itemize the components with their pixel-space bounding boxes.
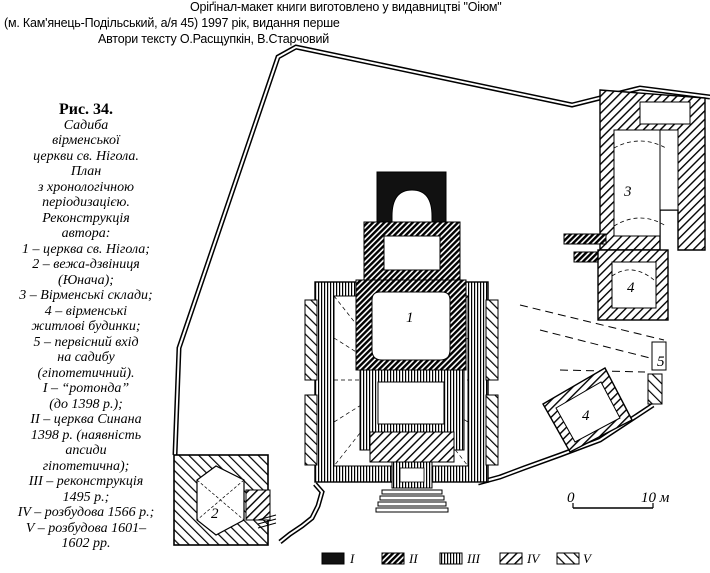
church-of-st-nicholas: 1 xyxy=(304,171,499,513)
armenian-house-lower: 4 xyxy=(542,367,633,453)
figure-number: Рис. 34. xyxy=(58,101,114,118)
legend-swatch-I xyxy=(321,552,345,565)
label-entrance: 5 xyxy=(657,354,665,370)
caption-line: III – реконструкція xyxy=(28,474,144,489)
caption-line: 5 – первісний вхід xyxy=(33,334,139,350)
legend-swatch-III xyxy=(439,552,463,565)
caption-line: 2 – вежа-дзвіниця xyxy=(32,257,140,272)
legend-swatch-II xyxy=(381,552,405,565)
caption-line: I – “ротонда” xyxy=(42,381,130,396)
scale-end: 10 м xyxy=(641,490,670,506)
caption-line: 1602 рр. xyxy=(61,536,111,551)
caption-line: 1 – церква св. Нігола; xyxy=(22,241,150,257)
legend-label-I: I xyxy=(349,551,355,566)
caption-line: вірменської xyxy=(52,133,120,148)
caption-line: II – церква Синана xyxy=(30,412,142,427)
label-warehouses: 3 xyxy=(623,184,632,200)
legend-swatch-V xyxy=(556,552,580,565)
caption-line: Реконструкція xyxy=(42,210,130,226)
legend-label-III: III xyxy=(466,551,481,566)
legend-swatch-IV xyxy=(499,552,523,565)
armenian-warehouses: 3 xyxy=(563,89,706,263)
legend-label-II: II xyxy=(408,551,418,566)
caption-line: з хронологічною xyxy=(38,179,134,195)
header-line-3: Автори тексту О.Расщупкін, В.Старчовий xyxy=(98,32,330,46)
caption-line: (Юнача); xyxy=(58,272,114,288)
header-line-2: (м. Кам'янець-Подільський, а/я 45) 1997 … xyxy=(4,16,340,30)
caption-line: періодизацією. xyxy=(42,195,130,210)
caption-line: 3 – Вірменські склади; xyxy=(19,288,153,303)
caption-line: гіпотетична); xyxy=(42,458,130,474)
legend-label-IV: IV xyxy=(526,551,541,566)
scale-start: 0 xyxy=(567,490,575,506)
figure-caption: Рис. 34. Садиба вірменської церкви св. Н… xyxy=(0,102,172,552)
label-house-upper: 4 xyxy=(627,280,635,296)
caption-line: План xyxy=(70,164,102,179)
label-tower: 2 xyxy=(211,506,219,522)
header-line-1: Оріґінал-макет книги виготовлено у видав… xyxy=(190,0,502,14)
label-church: 1 xyxy=(406,310,414,326)
caption-line: апсиди xyxy=(65,443,107,458)
caption-line: житлові будинки; xyxy=(31,319,141,334)
bell-tower: 2 xyxy=(173,454,277,546)
label-house-lower: 4 xyxy=(582,408,590,424)
legend: I II III IV V xyxy=(321,551,593,566)
legend-label-V: V xyxy=(583,551,593,566)
caption-line: на садибу xyxy=(57,350,115,365)
caption-line: автора: xyxy=(61,226,111,241)
scale-bar: 0 10 м xyxy=(567,490,670,509)
caption-line: (до 1398 р.); xyxy=(49,396,123,412)
caption-line: IV – розбудова 1566 р.; xyxy=(17,505,155,520)
armenian-house-upper: 4 xyxy=(597,249,669,321)
caption-line: 4 – вірменські xyxy=(44,303,128,319)
caption-line: 1398 р. (наявність xyxy=(30,427,142,443)
caption-line: V – розбудова 1601– xyxy=(25,520,147,536)
caption-line: (гіпотетичний). xyxy=(37,365,135,381)
caption-line: церкви св. Нігола. xyxy=(33,148,139,164)
entrance-gate xyxy=(651,341,667,371)
caption-line: 1495 р.; xyxy=(62,489,110,505)
caption-line: Садиба xyxy=(63,117,109,133)
